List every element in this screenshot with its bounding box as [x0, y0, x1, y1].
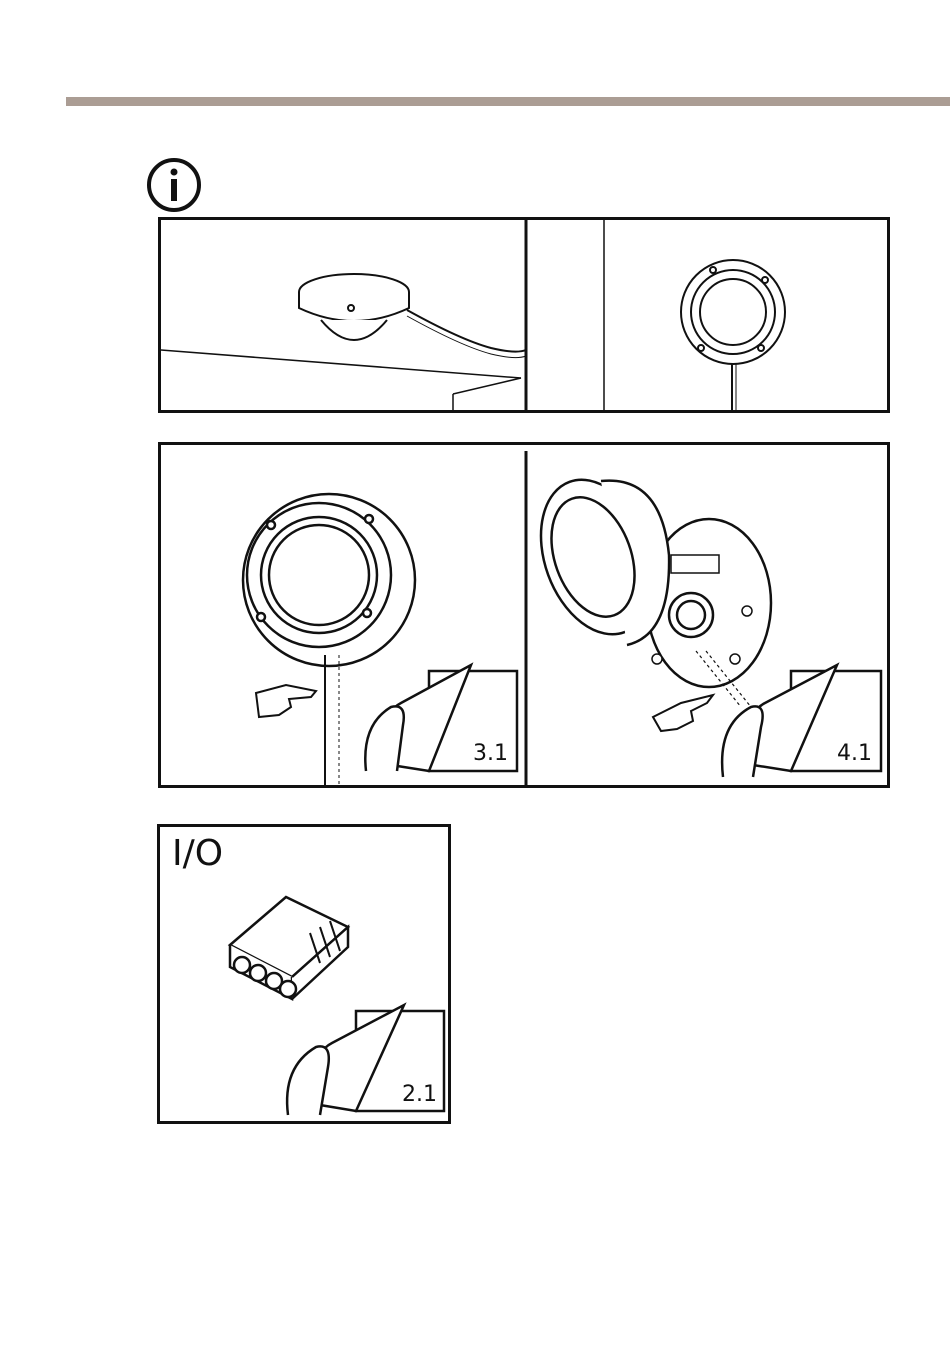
remove-cover-illustration-panel: 3.1 4.1 [158, 442, 890, 788]
camera-cover-icon [161, 445, 887, 785]
step-label-3-1: 3.1 [473, 741, 508, 766]
mounting-illustration-panel [158, 217, 890, 413]
info-icon [145, 156, 203, 214]
step-label-4-1: 4.1 [837, 741, 872, 766]
io-connector-icon [160, 827, 448, 1121]
header-rule [66, 97, 950, 106]
step-label-2-1: 2.1 [402, 1082, 437, 1107]
io-connector-panel: I/O 2.1 [157, 824, 451, 1124]
pointing-hand-icon [256, 685, 316, 717]
dome-camera-icon [161, 220, 887, 410]
